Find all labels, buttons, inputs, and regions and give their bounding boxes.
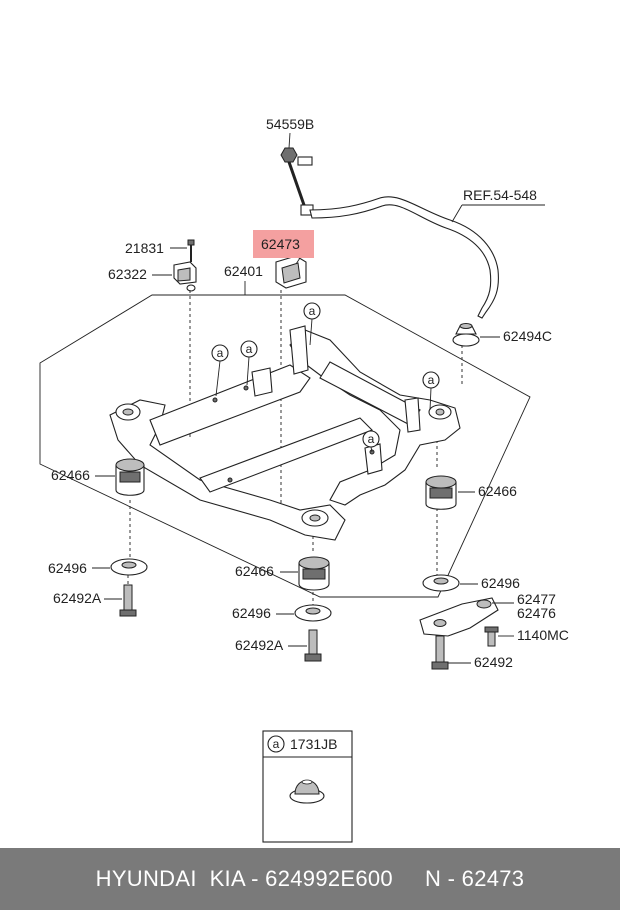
bracket-62477-62476 <box>419 597 499 637</box>
label-62466-right: 62466 <box>478 483 517 499</box>
label-62496-left: 62496 <box>48 560 87 576</box>
label-62476: 62476 <box>517 605 556 621</box>
callout-a-4: a <box>422 371 440 411</box>
stabilizer-link <box>280 147 314 216</box>
bolt-62492A-center <box>304 629 322 662</box>
label-62322: 62322 <box>108 266 147 282</box>
bushing-62466-left <box>115 458 145 496</box>
svg-text:a: a <box>246 342 253 356</box>
bolt-1140MC <box>484 626 499 647</box>
ref-leader <box>451 204 463 223</box>
crossmember-62401 <box>109 325 461 541</box>
label-ref: REF.54-548 <box>463 187 537 203</box>
stopper-62494C <box>452 323 480 347</box>
label-62496-center: 62496 <box>232 605 271 621</box>
label-1140MC: 1140MC <box>517 627 569 643</box>
svg-text:a: a <box>428 373 435 387</box>
highlight-62473 <box>253 230 314 258</box>
exploded-parts-diagram: a a a a a <box>39 116 569 843</box>
svg-text:a: a <box>368 432 375 446</box>
label-62492: 62492 <box>474 654 513 670</box>
callout-a-3: a <box>240 340 258 386</box>
bushing-62466-right <box>425 475 457 510</box>
stabilizer-bar <box>309 196 499 319</box>
label-62473: 62473 <box>261 236 300 252</box>
bushing-62466-center <box>298 556 330 591</box>
svg-text:a: a <box>309 304 316 318</box>
inset-marker: a <box>273 737 280 751</box>
part-number-footer: HYUNDAI KIA - 624992E600 N - 62473 <box>0 848 620 910</box>
label-62477: 62477 <box>517 591 556 607</box>
bushing-62473 <box>275 255 307 289</box>
label-62401: 62401 <box>224 263 263 279</box>
inset-part-label: 1731JB <box>290 736 337 752</box>
svg-text:a: a <box>217 346 224 360</box>
bolt-62492A-left <box>119 584 137 617</box>
label-21831: 21831 <box>125 240 164 256</box>
label-62496-right: 62496 <box>481 575 520 591</box>
assembly-boundary <box>39 294 531 598</box>
label-62494C: 62494C <box>503 328 552 344</box>
label-62466-left: 62466 <box>51 467 90 483</box>
bolt-21831 <box>187 239 195 262</box>
bolt-62492 <box>431 635 449 670</box>
callout-a-2: a <box>211 344 229 397</box>
callout-a-1: a <box>303 302 321 346</box>
label-62492A-center: 62492A <box>235 637 284 653</box>
label-54559B: 54559B <box>266 116 314 132</box>
bracket-62322 <box>173 261 197 292</box>
inset-1731JB: a 1731JB <box>262 730 353 843</box>
label-62492A-left: 62492A <box>53 590 102 606</box>
callout-a-5: a <box>362 430 380 453</box>
label-62466-center: 62466 <box>235 563 274 579</box>
